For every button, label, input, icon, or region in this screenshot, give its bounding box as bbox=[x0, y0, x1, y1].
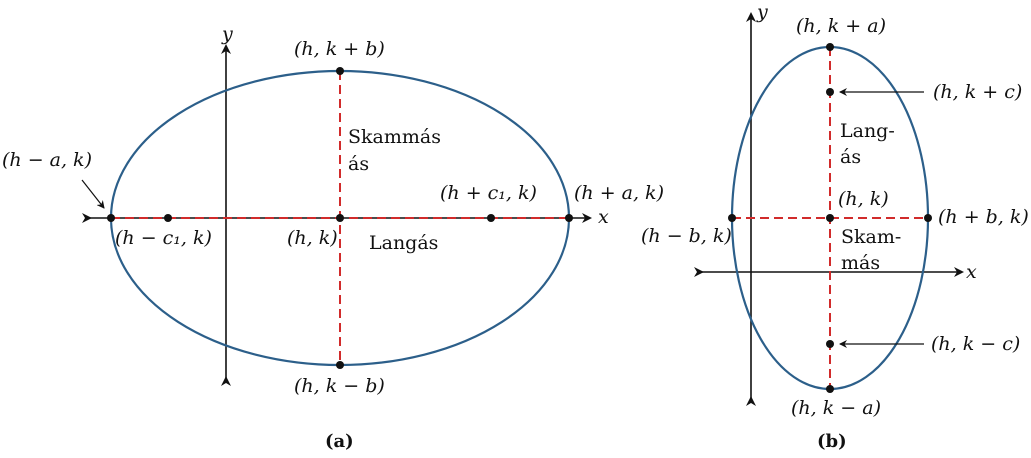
a-covertex-bottom-label: (h, k − b) bbox=[294, 375, 385, 397]
a-center-point bbox=[336, 214, 344, 222]
b-covertex-right-label: (h + b, k) bbox=[938, 206, 1029, 228]
a-caption: (a) bbox=[325, 431, 354, 452]
a-x-axis-label: x bbox=[598, 206, 609, 228]
a-covertex-top-label: (h, k + b) bbox=[294, 38, 385, 60]
b-covertex-left-point bbox=[728, 214, 736, 222]
a-focus-right-label: (h + c₁, k) bbox=[440, 182, 537, 204]
b-vertex-top-label: (h, k + a) bbox=[796, 15, 886, 37]
b-minor-axis-label-line2: más bbox=[841, 252, 880, 274]
b-center-point bbox=[826, 214, 834, 222]
b-focus-bottom-label: (h, k − c) bbox=[931, 333, 1020, 355]
a-focus-right-point bbox=[487, 214, 495, 222]
a-covertex-top-point bbox=[336, 67, 344, 75]
a-focus-left-label: (h − c₁, k) bbox=[115, 227, 212, 249]
b-major-axis-label-line1: Lang- bbox=[840, 120, 895, 142]
b-center-label: (h, k) bbox=[838, 188, 889, 210]
b-focus-top-label: (h, k + c) bbox=[933, 81, 1022, 103]
diagram-a: y x (h, k + b) (h, k − b) (h − a, k) (h … bbox=[2, 23, 664, 452]
b-minor-axis-label-line1: Skam- bbox=[841, 226, 901, 248]
a-vertex-right-label: (h + a, k) bbox=[574, 182, 664, 204]
a-vertex-right-point bbox=[565, 214, 573, 222]
a-vertex-left-label: (h − a, k) bbox=[2, 149, 92, 171]
a-major-axis-label: Langás bbox=[369, 232, 438, 254]
b-vertex-bottom-label: (h, k − a) bbox=[791, 397, 881, 419]
a-minor-axis-label-line1: Skammás bbox=[348, 126, 441, 148]
diagram-b: y x (h, k + a) (h, k − a) (h, k + c) (h,… bbox=[641, 1, 1029, 452]
b-major-axis-label-line2: ás bbox=[840, 146, 861, 168]
b-covertex-left-label: (h − b, k) bbox=[641, 225, 732, 247]
a-center-label: (h, k) bbox=[287, 227, 338, 249]
b-focus-top-point bbox=[826, 88, 834, 96]
a-y-axis-label: y bbox=[221, 23, 233, 45]
b-focus-bottom-point bbox=[826, 340, 834, 348]
a-focus-left-point bbox=[164, 214, 172, 222]
a-covertex-bottom-point bbox=[336, 361, 344, 369]
b-x-axis-label: x bbox=[966, 261, 977, 283]
b-y-axis-label: y bbox=[756, 1, 768, 23]
b-vertex-top-point bbox=[826, 43, 834, 51]
b-vertex-bottom-point bbox=[826, 385, 834, 393]
b-covertex-right-point bbox=[924, 214, 932, 222]
a-vertex-left-pointer bbox=[81, 179, 105, 209]
b-caption: (b) bbox=[817, 431, 847, 452]
a-vertex-left-point bbox=[107, 214, 115, 222]
a-minor-axis-label-line2: ás bbox=[348, 153, 369, 175]
